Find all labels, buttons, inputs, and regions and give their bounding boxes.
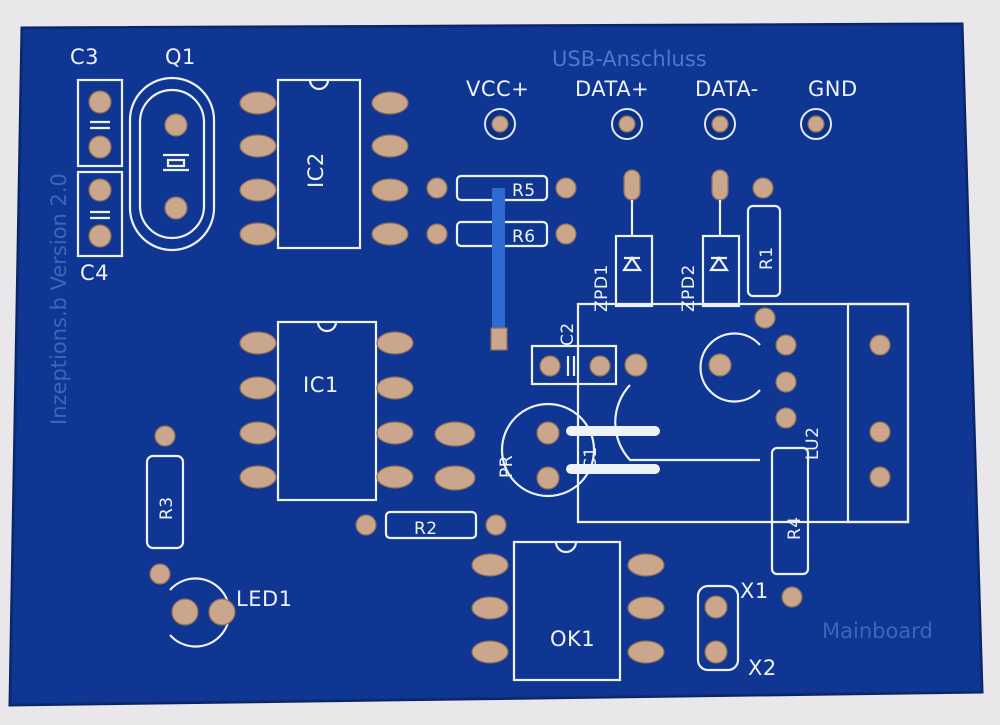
c2-outline bbox=[530, 344, 618, 386]
q1-outline bbox=[128, 76, 216, 252]
usb-header-title: USB-Anschluss bbox=[552, 47, 707, 71]
ok1-footprint bbox=[471, 540, 665, 682]
data-plus-label: DATA+ bbox=[575, 77, 649, 101]
c4-label: C4 bbox=[80, 261, 109, 285]
c2-label: C2 bbox=[558, 322, 578, 346]
pr-label: PR bbox=[497, 455, 517, 478]
ic2-footprint bbox=[239, 78, 409, 250]
c1-outline bbox=[500, 402, 596, 498]
side-text: Inzeptions.b Version 2.0 bbox=[47, 173, 71, 425]
data-minus-label: DATA- bbox=[695, 77, 759, 101]
trace-jumper bbox=[492, 188, 505, 338]
r4-label: R4 bbox=[785, 516, 805, 540]
lu2-label: LU2 bbox=[803, 427, 823, 460]
ic1-label: IC1 bbox=[303, 373, 339, 397]
c3-label: C3 bbox=[70, 45, 99, 69]
c1-label: C1 bbox=[581, 446, 601, 470]
zpd1-label: ZPD1 bbox=[592, 264, 612, 312]
ok1-label: OK1 bbox=[550, 627, 595, 651]
gnd-label: GND bbox=[808, 77, 858, 101]
ic2-label: IC2 bbox=[304, 152, 328, 188]
x1-label: X1 bbox=[740, 579, 769, 603]
zpd2-label: ZPD2 bbox=[679, 264, 699, 312]
q1-label: Q1 bbox=[165, 45, 196, 69]
ic1-footprint bbox=[239, 320, 414, 502]
vcc-label: VCC+ bbox=[466, 77, 529, 101]
r3-label: R3 bbox=[157, 496, 177, 520]
c3-outline bbox=[76, 78, 124, 168]
r1-label: R1 bbox=[757, 246, 777, 270]
r2-label: R2 bbox=[414, 519, 438, 539]
led1-label: LED1 bbox=[236, 587, 293, 611]
x2-label: X2 bbox=[748, 656, 777, 680]
r5-label: R5 bbox=[512, 181, 536, 201]
mainboard-text: Mainboard bbox=[822, 619, 933, 643]
r6-label: R6 bbox=[512, 227, 536, 247]
c4-outline bbox=[76, 170, 124, 258]
usb-pads bbox=[484, 108, 832, 140]
x-connector-outline bbox=[696, 584, 740, 672]
